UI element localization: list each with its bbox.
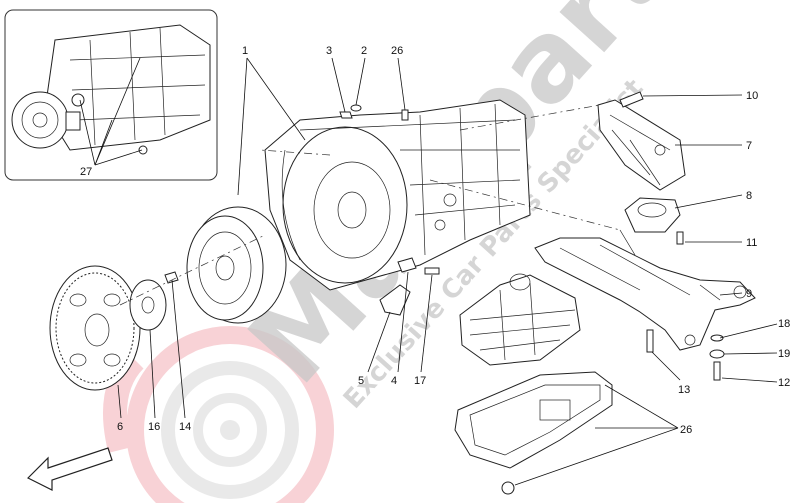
callout-26-top: 26	[391, 45, 403, 57]
nut-3	[339, 111, 353, 119]
callout-19: 19	[778, 348, 790, 360]
inset-transmission-drawing	[11, 24, 211, 155]
callout-11: 11	[746, 237, 757, 249]
washer-2	[350, 104, 362, 112]
transmission-mount	[624, 197, 681, 233]
bolt-13	[646, 329, 654, 353]
assembly-axes	[119, 104, 621, 306]
callout-10: 10	[746, 90, 758, 102]
bolt-11	[676, 231, 684, 245]
callout-8: 8	[746, 190, 752, 202]
callout-2: 2	[361, 45, 367, 57]
callout-4: 4	[391, 375, 397, 387]
callout-3: 3	[326, 45, 332, 57]
drive-plate	[129, 279, 167, 331]
bolt-26-top	[401, 109, 409, 121]
callout-9: 9	[746, 288, 752, 300]
callout-1: 1	[242, 45, 248, 57]
mount-bracket	[597, 99, 686, 191]
sensor-4	[397, 257, 417, 273]
bolt-10	[619, 91, 644, 108]
callout-14: 14	[179, 421, 191, 433]
inset-view: 27	[4, 9, 218, 181]
callouts: 1 3 2 26 10 7 8 11 9 18 19 12 13 26 5 4 …	[117, 45, 790, 436]
oil-pan	[454, 371, 613, 495]
callout-18: 18	[778, 318, 790, 330]
callout-27: 27	[80, 166, 92, 178]
washer-18	[710, 334, 724, 342]
callout-7: 7	[746, 140, 752, 152]
crossmember	[534, 229, 756, 351]
bolt-17	[424, 267, 440, 275]
front-arrow-icon	[26, 447, 113, 491]
callout-13: 13	[678, 384, 690, 396]
bolt-12	[713, 361, 721, 381]
transmission-housing	[264, 99, 531, 291]
callout-17: 17	[414, 375, 426, 387]
callout-6: 6	[117, 421, 123, 433]
valve-body	[459, 273, 581, 366]
callout-26-bottom: 26	[680, 424, 692, 436]
torque-converter	[186, 206, 287, 324]
bolt-14	[164, 271, 179, 284]
callout-12: 12	[778, 377, 790, 389]
callout-16: 16	[148, 421, 160, 433]
washer-19	[709, 349, 725, 359]
flexplate	[49, 265, 141, 391]
callout-5: 5	[358, 375, 364, 387]
leader-lines	[117, 57, 778, 486]
